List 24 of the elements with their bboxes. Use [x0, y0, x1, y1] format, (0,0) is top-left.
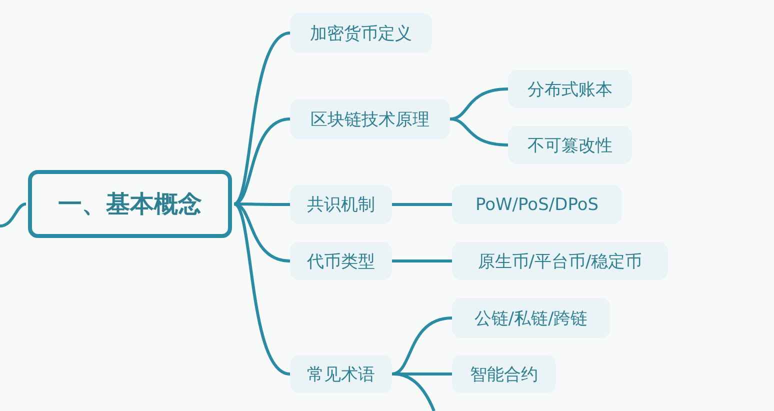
connector-line	[233, 118, 290, 206]
connector-line	[234, 202, 290, 262]
connector-line	[450, 118, 508, 146]
topic-label: 共识机制	[290, 185, 392, 224]
connector-line	[233, 32, 290, 206]
topic-label: PoW/PoS/DPoS	[452, 185, 622, 224]
topic-label: 分布式账本	[508, 70, 632, 108]
topic-label: 智能合约	[452, 355, 556, 393]
topic-label: 常见术语	[290, 355, 392, 393]
topic-label: 区块链技术原理	[290, 99, 450, 139]
connector-line	[450, 88, 508, 120]
topic-label: 原生币/平台币/稳定币	[452, 242, 668, 280]
topic-box: 一、基本概念	[28, 170, 232, 238]
connector-line	[392, 260, 452, 262]
topic-label: 公链/私链/跨链	[452, 298, 610, 338]
connector-line	[392, 203, 452, 206]
connector-line	[233, 202, 290, 376]
connector-line	[392, 372, 452, 376]
connector-line	[392, 316, 452, 376]
topic-label: 不可篡改性	[508, 126, 632, 164]
topic-label: 加密货币定义	[290, 13, 432, 53]
connector-line	[0, 202, 26, 228]
topic-label: 代币类型	[290, 242, 392, 280]
connector-line	[394, 372, 436, 411]
